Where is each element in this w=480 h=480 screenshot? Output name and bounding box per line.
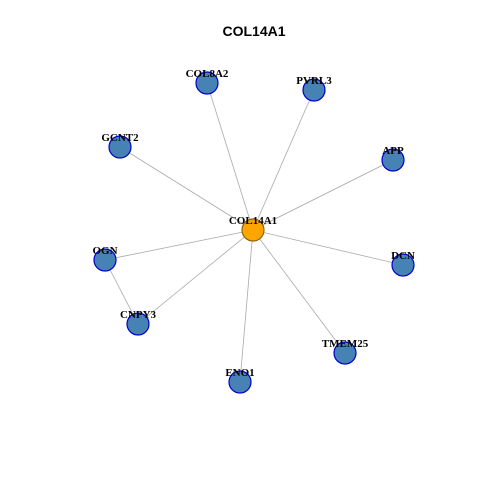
edge-col14a1-dcn bbox=[252, 229, 404, 266]
edge-col14a1-ogn bbox=[104, 229, 254, 261]
node-label-app: APP bbox=[382, 145, 404, 157]
node-col8a2 bbox=[195, 71, 219, 95]
node-pvrl3 bbox=[302, 78, 326, 102]
node-label-dcn: DCN bbox=[391, 250, 415, 262]
node-eno1 bbox=[228, 370, 252, 394]
node-label-pvrl3: PVRL3 bbox=[296, 75, 332, 87]
edge-col14a1-gcnt2 bbox=[119, 146, 254, 231]
node-app bbox=[381, 148, 405, 172]
edge-col14a1-pvrl3 bbox=[252, 89, 315, 231]
nodes-layer bbox=[93, 71, 415, 394]
node-label-tmem25: TMEM25 bbox=[322, 338, 369, 350]
node-dcn bbox=[391, 253, 415, 277]
edges-layer bbox=[104, 82, 404, 383]
node-gcnt2 bbox=[108, 135, 132, 159]
edge-col14a1-eno1 bbox=[239, 229, 254, 383]
edge-col14a1-app bbox=[252, 159, 394, 231]
node-tmem25 bbox=[333, 341, 357, 365]
node-col14a1 bbox=[241, 218, 265, 242]
node-label-ogn: OGN bbox=[92, 245, 117, 257]
edge-ogn-cnpy3 bbox=[104, 259, 139, 325]
edge-col14a1-cnpy3 bbox=[137, 229, 254, 325]
node-cnpy3 bbox=[126, 312, 150, 336]
node-label-gcnt2: GCNT2 bbox=[101, 132, 139, 144]
node-ogn bbox=[93, 248, 117, 272]
node-label-col14a1: COL14A1 bbox=[229, 215, 277, 227]
node-label-cnpy3: CNPY3 bbox=[120, 309, 157, 321]
edge-col14a1-tmem25 bbox=[252, 229, 346, 354]
node-label-col8a2: COL8A2 bbox=[186, 68, 229, 80]
node-label-eno1: ENO1 bbox=[225, 367, 254, 379]
graph-title: COL14A1 bbox=[222, 23, 285, 39]
edge-col14a1-col8a2 bbox=[206, 82, 254, 231]
